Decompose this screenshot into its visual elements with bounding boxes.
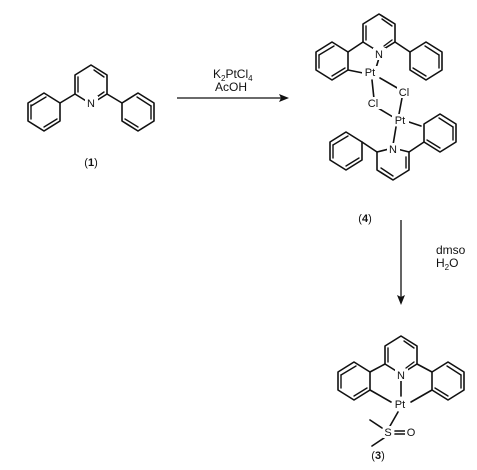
compound-3-sulfur-label: S: [384, 427, 391, 439]
reaction-arrow-1: [177, 94, 289, 102]
compound-1-structure: N: [27, 64, 155, 132]
compound-4-right-chloride-label: Cl: [399, 87, 409, 99]
reaction-arrow-2: [397, 220, 405, 305]
compound-4-upper-nitrogen-label: N: [375, 49, 383, 61]
compound-4-upper-right-phenyl-ring: [409, 41, 443, 81]
compound-4-number-label: (4): [358, 213, 371, 225]
compound-1-nitrogen-label: N: [87, 98, 95, 110]
compound-1-left-phenyl-ring: [27, 92, 61, 132]
reagent-acoh: AcOH: [215, 80, 247, 94]
compound-4-structure: N Pt Cl Cl Pt N: [315, 13, 457, 181]
compound-4-lower-platinum-label: Pt: [395, 115, 405, 127]
reagent-k2ptcl4: K2PtCl4: [213, 67, 253, 83]
compound-3-structure: N Pt S O: [337, 335, 465, 447]
compound-4-left-chloride-label: Cl: [368, 98, 378, 110]
compound-4-lower-left-phenyl-ring: [329, 131, 363, 171]
compound-4-lower-nitrogen-label: N: [389, 144, 397, 156]
compound-4-upper-platinum-label: Pt: [365, 67, 375, 79]
compound-3-pyridine-ring: [384, 335, 418, 375]
compound-3-oxygen-label: O: [407, 427, 416, 439]
reagent-water: H2O: [436, 256, 458, 272]
compound-1-number-label: (1): [84, 157, 97, 169]
compound-4-lower-right-phenyl-ring: [423, 113, 457, 153]
reagent-dmso: dmso: [436, 243, 466, 257]
compound-1-right-phenyl-ring: [121, 92, 155, 132]
compound-3-nitrogen-label: N: [397, 370, 405, 382]
compound-3-platinum-label: Pt: [395, 399, 405, 411]
compound-3-number-label: (3): [371, 450, 384, 462]
compound-4-upper-pyridine-ring: [362, 13, 396, 53]
compound-3-right-phenyl-ring: [431, 361, 465, 401]
